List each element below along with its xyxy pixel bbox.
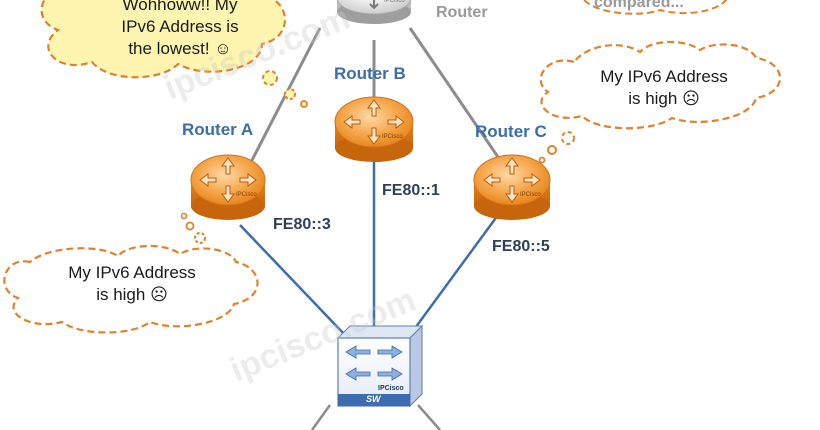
- thought-bubble-top-left: Wohhoww!! My IPv6 Address is the lowest!…: [90, 0, 270, 60]
- switch-icon: IPCisco: [336, 324, 424, 408]
- router-b-address: FE80::1: [382, 182, 440, 199]
- router-b-icon: IPCisco: [334, 96, 414, 162]
- svg-text:IPCisco: IPCisco: [236, 192, 257, 198]
- svg-text:IPCisco: IPCisco: [378, 385, 404, 392]
- router-b-label: Router B: [334, 64, 406, 83]
- router-c-label: Router C: [475, 122, 547, 141]
- wan-links: [246, 27, 502, 169]
- router-a-icon: IPCisco: [190, 154, 266, 220]
- thought-bottom-left-line2: is high ☹: [96, 285, 168, 304]
- thought-bubble-top-right-cut-shape: [583, 0, 728, 15]
- link-router-a-to-switch: [239, 224, 346, 336]
- router-c-address: FE80::5: [492, 238, 550, 255]
- switch-downlinks: [310, 404, 441, 430]
- link-router-c-to-switch: [408, 214, 500, 336]
- top-router-label: Router: [436, 4, 488, 21]
- switch-label: SW: [366, 394, 381, 404]
- thought-bubble-top-right: My IPv6 Address is high ☹: [574, 66, 754, 110]
- link-top-to-router-c: [408, 27, 502, 161]
- svg-text:IPCisco: IPCisco: [384, 0, 405, 4]
- thought-bubble-top-right-shape: [538, 40, 782, 164]
- thought-top-right-line2: is high ☹: [628, 89, 700, 108]
- link-top-to-router-a: [246, 27, 322, 169]
- svg-text:IPCisco: IPCisco: [382, 134, 403, 140]
- thought-top-left-line1: Wohhoww!! My: [122, 0, 238, 14]
- thought-top-right-cut-text: compared...: [594, 0, 684, 11]
- router-a-address: FE80::3: [273, 216, 331, 233]
- thought-bubble-bottom-left: My IPv6 Address is high ☹: [42, 262, 222, 306]
- thought-bubble-top-left-shape: [40, 0, 308, 108]
- thought-top-left-line3: the lowest! ☺: [128, 39, 232, 58]
- thought-bottom-left-line1: My IPv6 Address: [68, 263, 196, 282]
- thought-top-left-line2: IPv6 Address is: [121, 17, 239, 36]
- svg-text:IPCisco: IPCisco: [520, 192, 541, 198]
- top-router: IPCisco: [336, 0, 412, 24]
- thought-bubble-bottom-left-shape: [3, 212, 259, 334]
- router-a-label: Router A: [182, 120, 254, 139]
- router-c-icon: IPCisco: [473, 154, 551, 220]
- thought-top-right-line1: My IPv6 Address: [600, 67, 728, 86]
- lan-links: [239, 160, 500, 336]
